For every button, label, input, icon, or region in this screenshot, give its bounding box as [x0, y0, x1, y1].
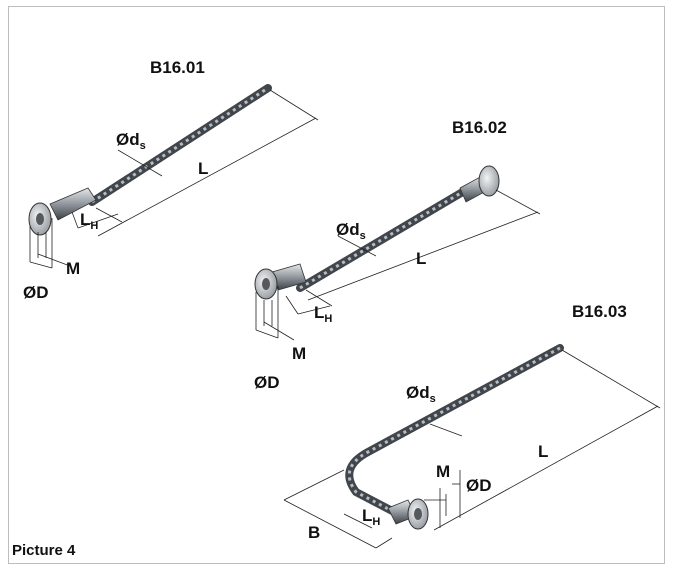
figure-frame: [8, 6, 665, 564]
label-length-b16-02: L: [416, 249, 427, 268]
rebar-b16-01: [88, 84, 272, 206]
label-thread-b16-01: M: [66, 259, 81, 278]
item-code-b16-01: B16.01: [150, 58, 205, 77]
label-head-length-b16-03: LH: [362, 506, 381, 528]
rebar-b16-02: [296, 186, 470, 292]
rebar-b16-03: [345, 344, 564, 518]
label-length-b16-01: L: [198, 159, 209, 178]
label-head-length-b16-02: LH: [314, 303, 333, 325]
anchor-sleeve-b16-01: [49, 187, 97, 221]
label-diameter-D-b16-01: ØD: [23, 283, 49, 302]
label-diameter-D-b16-02: ØD: [254, 373, 280, 392]
bar-b16-03: [283, 344, 661, 549]
label-diameter-ds-b16-01: Øds: [116, 130, 146, 152]
label-head-length-b16-01: LH: [80, 210, 99, 232]
bar-b16-02: [254, 165, 541, 341]
label-thread-b16-02: M: [292, 344, 307, 363]
label-diameter-D-b16-03: ØD: [466, 476, 492, 495]
label-diameter-ds-b16-02: Øds: [336, 220, 366, 242]
label-length-b16-03: L: [538, 442, 549, 461]
figure-caption: Picture 4: [12, 542, 76, 559]
label-diameter-ds-b16-03: Øds: [406, 383, 436, 405]
item-code-b16-02: B16.02: [452, 118, 507, 137]
label-thread-b16-03: M: [436, 462, 451, 481]
item-code-b16-03: B16.03: [572, 302, 627, 321]
label-bend-b16-03: B: [308, 523, 321, 542]
bar-b16-01: [28, 84, 319, 269]
